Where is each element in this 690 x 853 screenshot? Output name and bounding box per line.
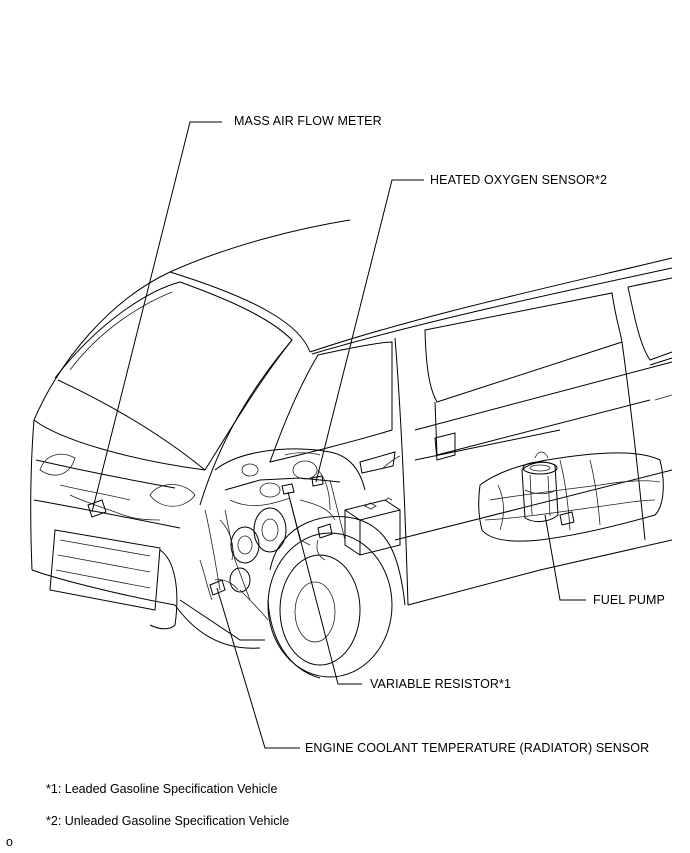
van-body-outline: [30, 219, 673, 679]
label-mass-air-flow-meter: MASS AIR FLOW METER: [234, 114, 382, 128]
leader-maf: [91, 121, 222, 513]
label-variable-resistor: VARIABLE RESISTOR*1: [370, 677, 512, 691]
footnote-leaded: *1: Leaded Gasoline Specification Vehicl…: [46, 782, 278, 796]
leader-ect: [216, 587, 300, 749]
footnote-unleaded: *2: Unleaded Gasoline Specification Vehi…: [46, 814, 290, 828]
label-engine-coolant-temperature-sensor: ENGINE COOLANT TEMPERATURE (RADIATOR) SE…: [305, 741, 650, 755]
figure-code: o: [6, 835, 13, 849]
leader-o2: [315, 179, 424, 483]
fuel-tank: [478, 451, 664, 542]
engine-compartment: [59, 448, 401, 621]
label-heated-oxygen-sensor: HEATED OXYGEN SENSOR*2: [430, 173, 608, 187]
label-fuel-pump: FUEL PUMP: [593, 593, 665, 607]
leader-var-resistor: [287, 491, 362, 685]
leader-fuel-pump: [544, 514, 586, 601]
leader-lines: [91, 121, 586, 749]
